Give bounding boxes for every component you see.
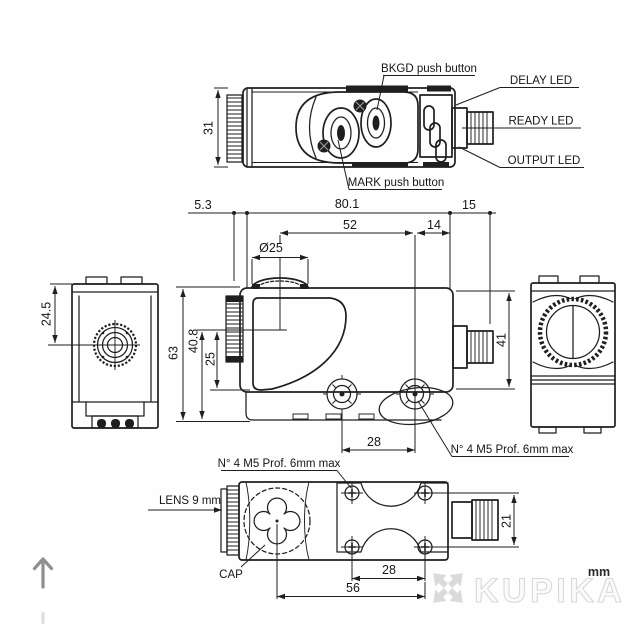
lens-front bbox=[90, 320, 140, 370]
mounting-hole bbox=[322, 374, 362, 414]
dim-15: 15 bbox=[462, 198, 476, 212]
cap-label: CAP bbox=[219, 569, 243, 581]
side-view: 63 40.8 25 28 41 N° 4 M5 Prof. 6mm max bbox=[166, 277, 574, 457]
adjustment-wheel-side bbox=[225, 295, 244, 363]
lens-label: LENS 9 mm bbox=[159, 495, 221, 507]
back-view bbox=[530, 275, 616, 434]
dim-width: 21 bbox=[499, 514, 513, 528]
screw bbox=[317, 139, 331, 153]
dim-top-height: 31 bbox=[201, 121, 215, 135]
delay-led-label: DELAY LED bbox=[510, 75, 572, 87]
mounting-note-side: N° 4 M5 Prof. 6mm max bbox=[417, 400, 574, 457]
dim-28-bottom: 28 bbox=[351, 554, 426, 582]
mark-button-label: MARK push button bbox=[348, 177, 445, 189]
mount-boss bbox=[378, 386, 454, 426]
indicator-leds bbox=[97, 419, 134, 428]
bkgd-push-button[interactable] bbox=[360, 98, 392, 148]
watermark-text: KUPIKA bbox=[474, 572, 625, 610]
cap-clover bbox=[253, 497, 301, 545]
dim-40-8: 40.8 bbox=[186, 329, 205, 419]
top-view: 31 BKGD push button DELAY LED READY LED … bbox=[201, 63, 584, 190]
output-led bbox=[435, 139, 447, 163]
mounting-hole bbox=[340, 481, 364, 505]
scroll-top-button[interactable] bbox=[32, 557, 54, 624]
dim-body-height: 41 bbox=[494, 333, 508, 347]
dimension-row: 5.3 80.1 15 52 14 Ø25 bbox=[188, 197, 496, 412]
dim-hole-spacing-bottom: 28 bbox=[382, 563, 396, 577]
connector-back bbox=[537, 296, 609, 368]
arrow-tail-mark bbox=[41, 612, 45, 624]
connector-side bbox=[452, 325, 494, 369]
mounting-hole bbox=[413, 481, 437, 505]
dim-52: 52 bbox=[343, 218, 357, 232]
dim-21: 21 bbox=[433, 492, 519, 548]
output-led-label: OUTPUT LED bbox=[508, 155, 581, 167]
dim-31: 31 bbox=[201, 87, 228, 168]
bottom-view: N° 4 M5 Prof. 6mm max LENS 9 mm CAP 28 5… bbox=[148, 458, 519, 600]
dim-56: 56 bbox=[276, 524, 426, 600]
dim-total-height: 63 bbox=[166, 346, 180, 360]
ready-led bbox=[429, 122, 441, 148]
adjustment-wheel bbox=[226, 94, 243, 163]
cap-callout: CAP bbox=[219, 544, 266, 581]
lens-callout: LENS 9 mm bbox=[148, 495, 222, 513]
dim-lens-height: 40.8 bbox=[186, 329, 200, 353]
top-view-callouts: BKGD push button DELAY LED READY LED OUT… bbox=[337, 63, 584, 190]
mounting-note-bottom: N° 4 M5 Prof. 6mm max bbox=[218, 458, 352, 489]
dim-hole-spacing-side: 28 bbox=[367, 435, 381, 449]
mounting-note-side-text: N° 4 M5 Prof. 6mm max bbox=[451, 444, 574, 456]
screw bbox=[353, 99, 367, 113]
dim-lens-center: 24.5 bbox=[39, 302, 53, 326]
dim-28-side: 28 bbox=[341, 412, 416, 453]
dim-5-3: 5.3 bbox=[194, 198, 211, 212]
led-block bbox=[419, 94, 453, 163]
mounting-note-bottom-text: N° 4 M5 Prof. 6mm max bbox=[218, 458, 341, 470]
dim-lens-to-hole: 56 bbox=[346, 581, 360, 595]
front-view: 24.5 bbox=[39, 276, 159, 429]
kupika-logo-icon bbox=[433, 573, 463, 603]
connector-bottom bbox=[451, 499, 499, 541]
bkgd-button-label: BKGD push button bbox=[381, 63, 477, 75]
dim-25: 25 bbox=[203, 332, 250, 391]
ready-led-label: READY LED bbox=[509, 116, 574, 128]
lens-head-outline bbox=[252, 297, 347, 391]
dim-63: 63 bbox=[166, 286, 250, 422]
dim-knob-diameter: Ø25 bbox=[259, 241, 283, 255]
watermark: KUPIKA bbox=[433, 571, 625, 611]
dim-41: 41 bbox=[456, 290, 515, 390]
up-arrow-icon bbox=[32, 557, 54, 589]
dim-80-1: 80.1 bbox=[335, 197, 359, 211]
dim-base-height: 25 bbox=[203, 352, 217, 366]
delay-led bbox=[423, 105, 435, 131]
dim-24-5: 24.5 bbox=[39, 283, 92, 346]
dim-14: 14 bbox=[427, 218, 441, 232]
lens-barrel-knurl bbox=[226, 485, 240, 556]
unit-label: mm bbox=[588, 565, 610, 579]
mark-push-button[interactable] bbox=[322, 107, 360, 159]
